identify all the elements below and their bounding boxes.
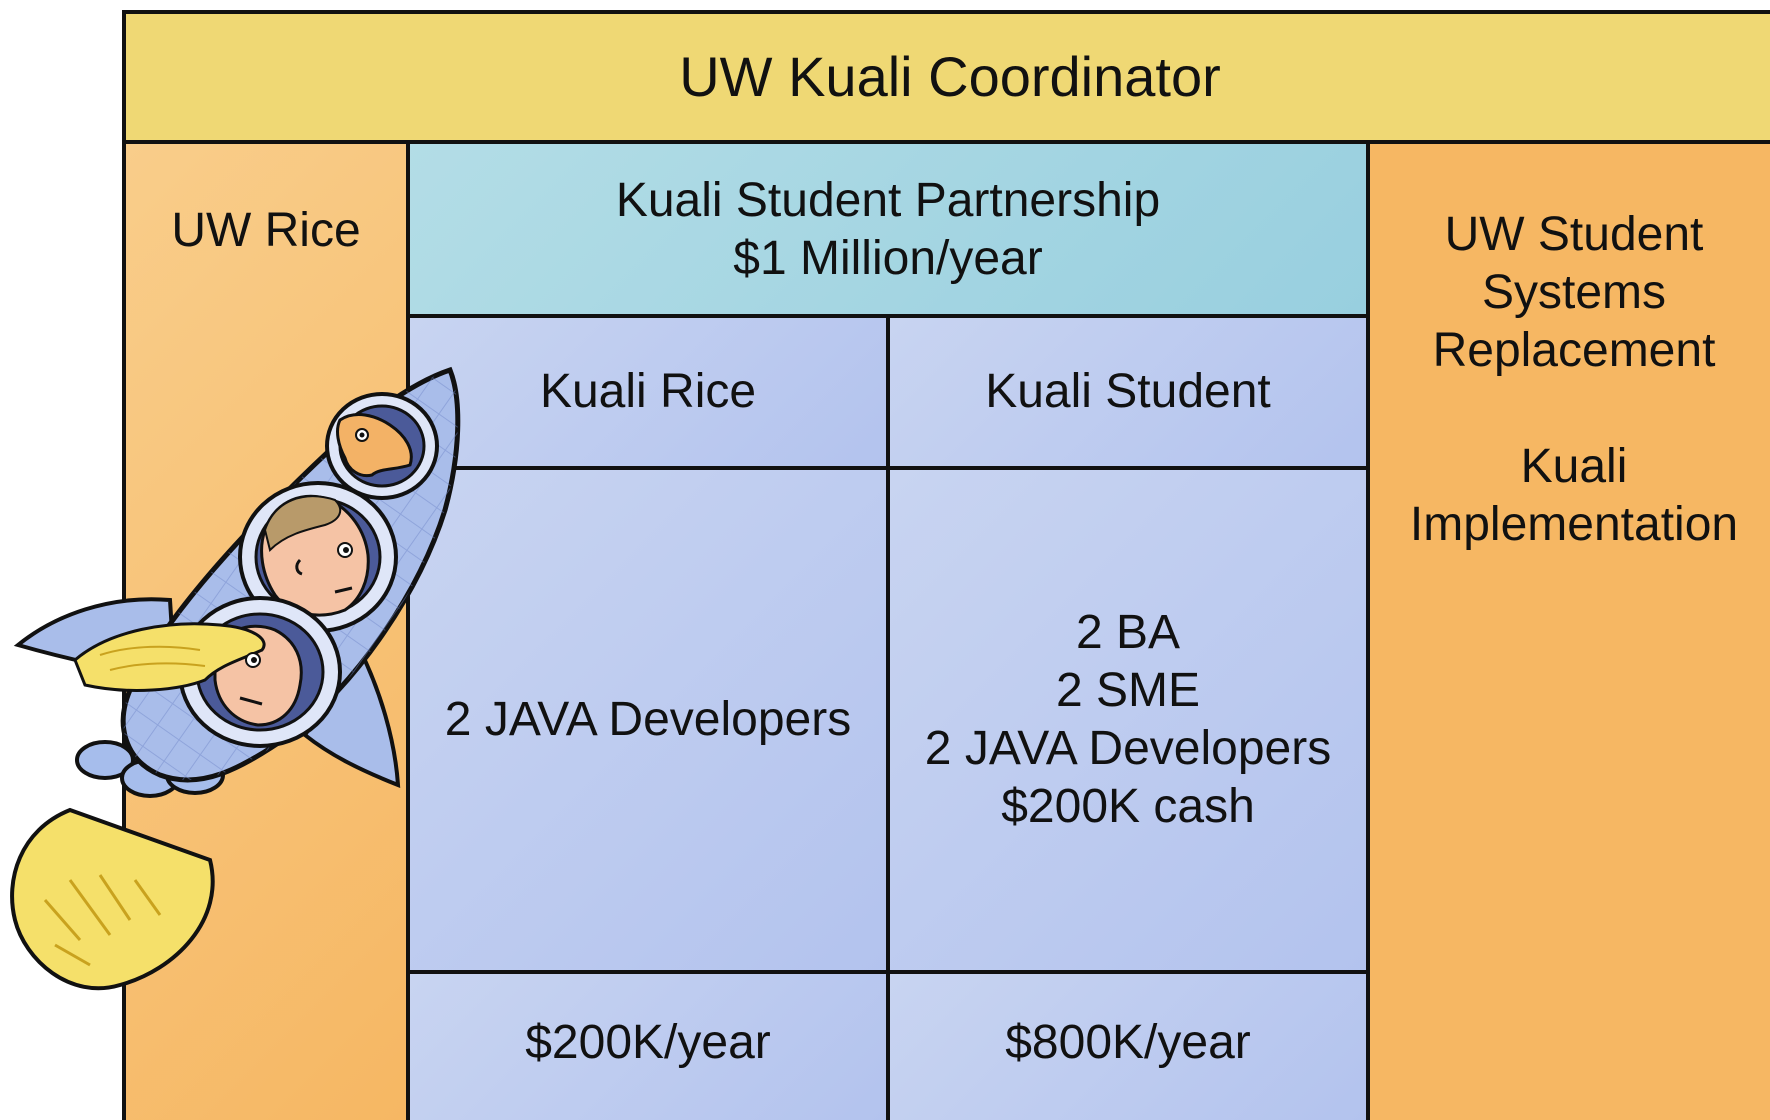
kuali-student-header: Kuali Student [886, 314, 1370, 470]
kuali-rice-team: 2 JAVA Developers [406, 466, 890, 974]
uw-student-systems-panel: UW Student Systems Replacement Kuali Imp… [1366, 140, 1770, 1120]
coordinator-box: UW Kuali Coordinator [122, 10, 1770, 144]
kuali-student-partnership-box: Kuali Student Partnership $1 Million/yea… [406, 140, 1370, 318]
kuali-rice-budget: $200K/year [406, 970, 890, 1120]
kuali-student-team: 2 BA 2 SME 2 JAVA Developers $200K cash [886, 466, 1370, 974]
rocket-with-passengers-icon [10, 366, 461, 991]
kuali-student-budget: $800K/year [886, 970, 1370, 1120]
